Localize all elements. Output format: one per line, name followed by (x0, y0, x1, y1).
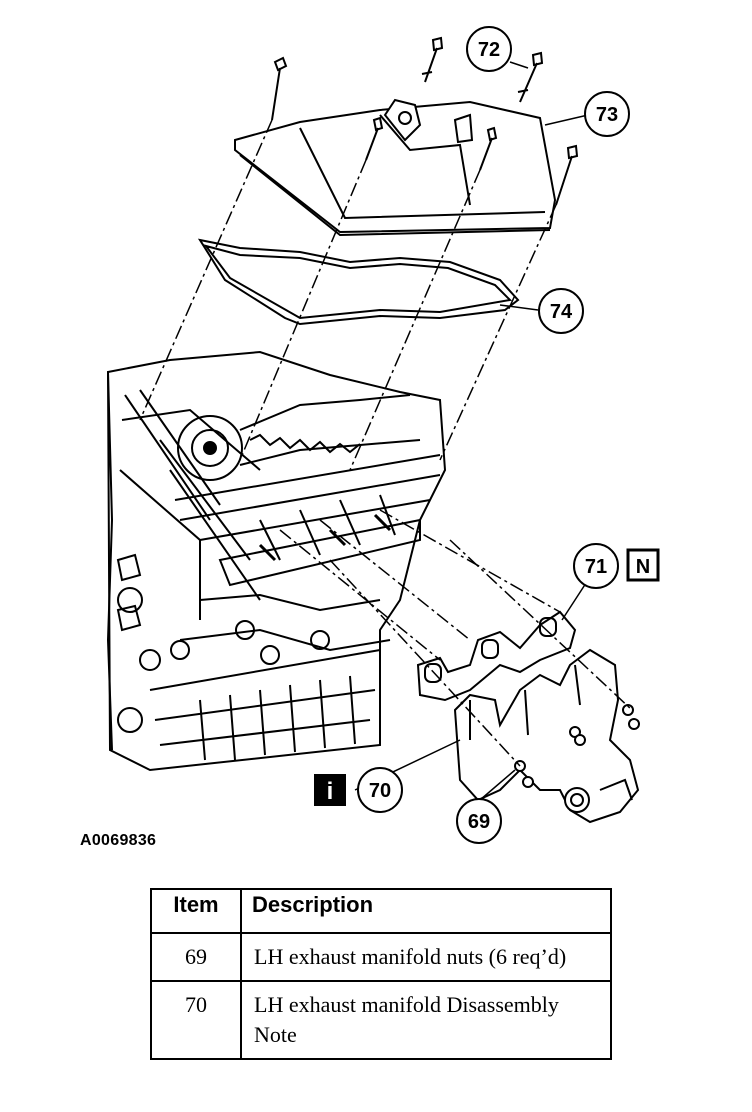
callout-73: 73 (584, 91, 630, 137)
info-badge: i (314, 774, 346, 806)
table-header-row: Item Description (150, 888, 612, 934)
callout-label: 71 (585, 556, 607, 578)
table-row: 70 LH exhaust manifold Disassembly Note (150, 980, 612, 1060)
bolts-illustration (271, 36, 579, 206)
item-description: LH exhaust manifold nuts (6 req’d) (240, 932, 612, 982)
figure-id: A0069836 (80, 832, 157, 849)
table-row: 69 LH exhaust manifold nuts (6 req’d) (150, 932, 612, 982)
callout-label: 72 (478, 39, 500, 61)
column-header-item: Item (150, 888, 242, 934)
callout-74: 74 (538, 288, 584, 334)
alignment-lines (139, 119, 633, 767)
engine-block-illustration (106, 350, 447, 772)
exploded-view-diagram: 72 73 74 71 70 69 N i (106, 26, 660, 844)
callout-label: 74 (550, 301, 573, 323)
callout-label: 73 (596, 104, 618, 126)
exhaust-manifold-gasket-illustration (416, 610, 577, 702)
note-badge: N (626, 548, 660, 582)
callout-70: 70 (357, 767, 403, 813)
info-badge-label: i (327, 778, 334, 805)
valve-cover-gasket-illustration (197, 238, 520, 326)
exhaust-manifold-illustration (453, 648, 640, 824)
item-description: LH exhaust manifold Disassembly Note (240, 980, 612, 1060)
valve-cover-illustration (234, 98, 557, 237)
note-badge-label: N (636, 556, 650, 578)
callout-72: 72 (466, 26, 512, 72)
parts-table: Item Description 69 LH exhaust manifold … (150, 888, 612, 1060)
column-header-description: Description (240, 888, 612, 934)
callout-label: 69 (468, 811, 490, 833)
item-number: 70 (150, 980, 242, 1060)
callout-71: 71 (573, 543, 619, 589)
callout-label: 70 (369, 780, 391, 802)
item-number: 69 (150, 932, 242, 982)
callout-69: 69 (456, 798, 502, 844)
